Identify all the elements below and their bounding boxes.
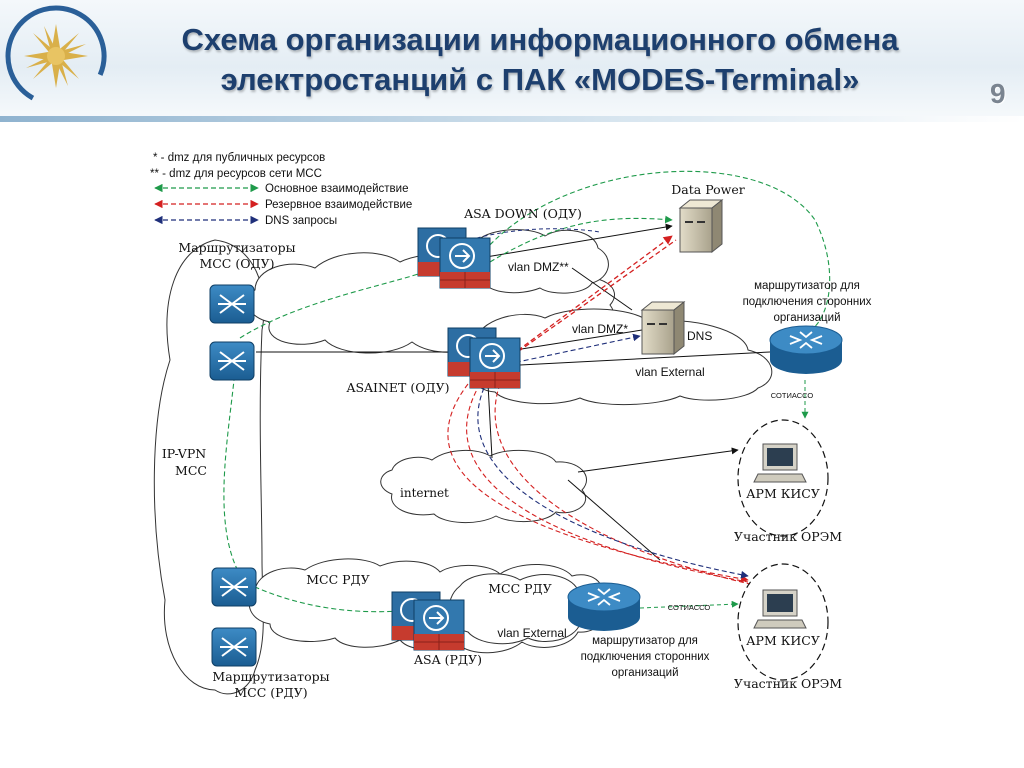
- arm-kisu-bottom-computer-icon[interactable]: [753, 589, 807, 629]
- routers-odu-label-1: Маршрутизаторы: [178, 240, 295, 255]
- legend-dns-label: DNS запросы: [265, 215, 337, 227]
- routers-rdu: [211, 567, 257, 667]
- data-power-server-icon[interactable]: [678, 198, 724, 254]
- link-asainet-internet: [487, 383, 493, 459]
- participant-top-boundary: [737, 419, 829, 537]
- routers-odu-label-2: МСС (ОДУ): [199, 256, 274, 271]
- asa-rdu-label: ASA (РДУ): [413, 652, 482, 667]
- participant-bottom-boundary: [737, 563, 829, 681]
- participant-bottom-label: Участник ОРЭМ: [734, 676, 842, 691]
- dns-label: DNS: [687, 329, 712, 343]
- main-flow-asadown-router: [469, 170, 831, 333]
- legend: * - dmz для публичных ресурсов ** - dmz …: [150, 152, 412, 227]
- main-flow-datapower: [489, 215, 673, 263]
- backup-flow-datapower: [504, 235, 673, 361]
- vlan-dmz-mss-label: vlan DMZ**: [508, 260, 569, 274]
- vlan-external-bottom-label: vlan External: [497, 626, 566, 640]
- internet-cloud: [380, 449, 587, 524]
- asainet-firewall-icon[interactable]: [447, 327, 521, 389]
- dns-flow-top: [469, 228, 601, 241]
- mss-rdu-left-label: МСС РДУ: [306, 572, 370, 587]
- mss-rdu-right-label: МСС РДУ: [488, 581, 552, 596]
- router-ext-bottom-label-1: маршрутизатор для: [592, 635, 698, 647]
- asa-rdu-firewall-icon[interactable]: [391, 591, 465, 651]
- router-ext-top-label-2: подключения сторонних: [743, 296, 872, 308]
- router-ext-bottom-label-2: подключения сторонних: [581, 651, 710, 663]
- arm-kisu-top-label: АРМ КИСУ: [746, 486, 820, 501]
- link-asainet-dns: [514, 329, 643, 351]
- dns-flow-server: [507, 333, 641, 365]
- dns-server-icon[interactable]: [640, 300, 686, 356]
- data-power-label: Data Power: [671, 182, 744, 197]
- backup-flow-datapower-2: [511, 239, 677, 357]
- header-band: [0, 0, 1024, 122]
- sotiasso-top-label: СОТИАССО: [771, 391, 814, 400]
- external-router-bottom-icon[interactable]: [567, 582, 641, 631]
- labels: Маршрутизаторы МСС (ОДУ) ASA DOWN (ОДУ) …: [162, 182, 872, 700]
- router-odu-1-icon[interactable]: [209, 284, 255, 324]
- title-line-1: Схема организации информационного обмена: [181, 22, 899, 57]
- asa-down-firewall-icon[interactable]: [417, 227, 491, 289]
- sotiasso-bottom-label: СОТИАССО: [668, 603, 711, 612]
- header-divider: [0, 116, 1024, 122]
- legend-note-dmz-public: * - dmz для публичных ресурсов: [153, 152, 325, 164]
- page-number: 9: [990, 78, 1006, 109]
- link-dmz-line: [571, 267, 633, 311]
- router-rdu-1-icon[interactable]: [211, 567, 257, 607]
- legend-note-dmz-mss: ** - dmz для ресурсов сети МСС: [150, 168, 322, 180]
- router-ext-top-label-3: организаций: [773, 312, 840, 324]
- link-router-arm-bottom: [639, 600, 739, 609]
- title-line-2: электростанций с ПАК «MODES-Terminal»: [220, 62, 860, 97]
- link-asainet-router: [519, 351, 771, 366]
- ipvpn-label-1: IP-VPN: [162, 446, 206, 461]
- asainet-label: ASAINET (ОДУ): [345, 380, 449, 395]
- link-internet-down: [567, 479, 661, 561]
- participant-top-label: Участник ОРЭМ: [734, 529, 842, 544]
- router-rdu-2-icon[interactable]: [211, 627, 257, 667]
- backup-flow-2: [466, 383, 749, 583]
- routers-rdu-label-1: Маршрутизаторы: [212, 669, 329, 684]
- company-logo-icon: [5, 5, 107, 107]
- connections: [223, 170, 831, 613]
- backup-flow-3: [494, 383, 751, 585]
- ipvpn-label-2: МСС: [175, 463, 207, 478]
- vlan-dmz-public-label: vlan DMZ*: [572, 322, 628, 336]
- link-internet-arm: [577, 447, 739, 473]
- router-ext-top-label-1: маршрутизатор для: [754, 280, 860, 292]
- router-odu-2-icon[interactable]: [209, 341, 255, 381]
- internet-label: internet: [400, 486, 449, 500]
- routers-rdu-label-2: МСС (РДУ): [234, 685, 307, 700]
- backup-flow-1: [447, 383, 749, 583]
- legend-main-label: Основное взаимодействие: [265, 183, 409, 195]
- asa-down-label: ASA DOWN (ОДУ): [463, 206, 582, 221]
- dns-flow-arm: [477, 387, 749, 579]
- page-title: Схема организации информационного обмена…: [120, 20, 960, 100]
- odu-mid-cloud: [467, 308, 773, 406]
- arm-kisu-bottom-label: АРМ КИСУ: [746, 633, 820, 648]
- link-asadown-datapower: [479, 223, 673, 259]
- legend-backup-label: Резервное взаимодействие: [265, 199, 412, 211]
- routers-odu: [209, 284, 255, 381]
- arm-kisu-top-computer-icon[interactable]: [753, 443, 807, 483]
- main-flow-ipvpn: [223, 359, 241, 576]
- vlan-external-top-label: vlan External: [635, 365, 704, 379]
- main-flow-router-asadown: [239, 269, 431, 339]
- router-ext-bottom-label-3: организаций: [611, 667, 678, 679]
- external-router-top-icon[interactable]: [769, 325, 843, 374]
